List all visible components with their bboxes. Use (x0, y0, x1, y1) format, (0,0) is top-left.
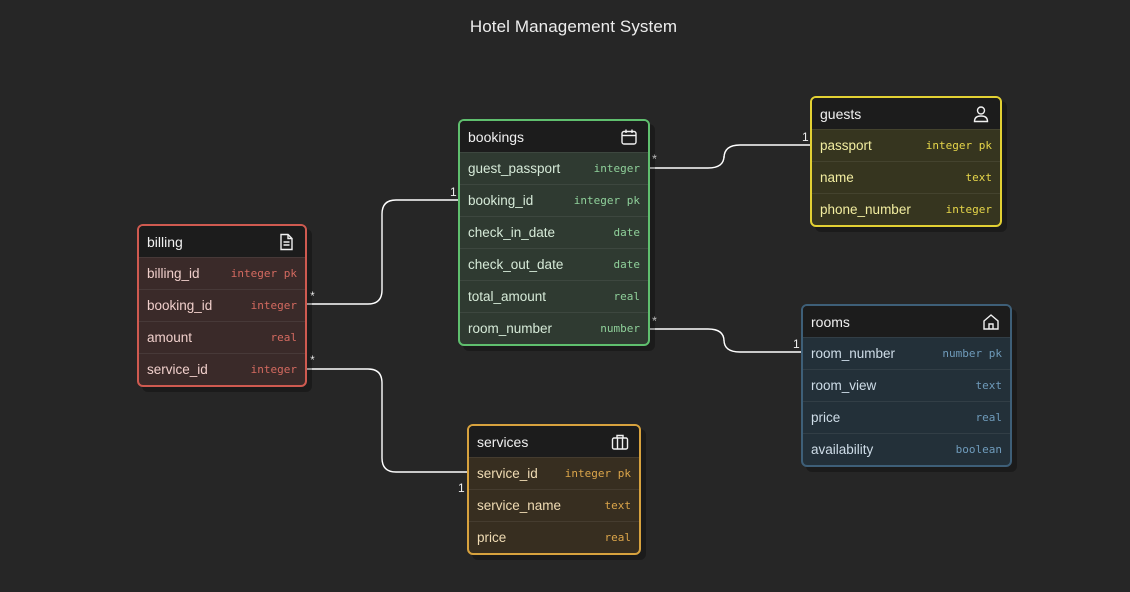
table-name: bookings (468, 128, 525, 145)
column-type: real (270, 331, 298, 344)
column-name: amount (147, 330, 193, 345)
column-type: real (975, 411, 1003, 424)
table-services[interactable]: services service_id integer pk service_na… (467, 424, 641, 555)
column-row[interactable]: service_name text (469, 489, 639, 521)
cardinality-many: * (310, 353, 315, 367)
cardinality-one: 1 (458, 481, 465, 495)
diagram-title: Hotel Management System (469, 17, 678, 36)
link-bookings-rooms[interactable] (645, 328, 803, 353)
column-row[interactable]: guest_passport integer (460, 152, 648, 184)
column-name: guest_passport (468, 161, 561, 176)
column-type: date (613, 226, 641, 239)
cardinality-one: 1 (793, 337, 800, 351)
table-bookings[interactable]: bookings guest_passport integer booking_i… (458, 119, 650, 346)
column-row[interactable]: service_id integer (139, 353, 305, 385)
column-row[interactable]: check_out_date date (460, 248, 648, 280)
table-name: rooms (811, 313, 850, 330)
column-type: boolean (955, 443, 1002, 456)
cardinality-one: 1 (450, 185, 457, 199)
column-name: availability (811, 442, 874, 457)
column-row[interactable]: total_amount real (460, 280, 648, 312)
column-type: real (604, 531, 632, 544)
column-row[interactable]: room_number number (460, 312, 648, 344)
column-row[interactable]: availability boolean (803, 433, 1010, 465)
column-row[interactable]: price real (469, 521, 639, 553)
column-row[interactable]: passport integer pk (812, 129, 1000, 161)
cardinality-many: * (652, 152, 657, 166)
column-row[interactable]: room_number number pk (803, 337, 1010, 369)
column-name: price (811, 410, 841, 425)
column-type: integer (593, 162, 640, 175)
column-row[interactable]: amount real (139, 321, 305, 353)
column-name: room_number (468, 321, 553, 336)
table-header[interactable]: billing (139, 226, 305, 257)
column-row[interactable]: booking_id integer pk (460, 184, 648, 216)
link-billing-services[interactable] (302, 368, 469, 473)
column-row[interactable]: booking_id integer (139, 289, 305, 321)
table-name: billing (147, 233, 183, 250)
link-bookings-guests[interactable] (645, 144, 812, 169)
table-rooms[interactable]: rooms room_number number pk room_view text… (801, 304, 1012, 467)
column-type: integer pk (230, 267, 297, 280)
column-type: integer (945, 203, 992, 216)
column-name: passport (820, 138, 872, 153)
column-name: room_number (811, 346, 896, 361)
table-header[interactable]: services (469, 426, 639, 457)
home-icon (981, 312, 1001, 332)
column-row[interactable]: room_view text (803, 369, 1010, 401)
column-name: service_id (147, 362, 208, 377)
column-type: real (613, 290, 641, 303)
column-name: room_view (811, 378, 877, 393)
column-name: check_out_date (468, 257, 564, 272)
column-type: text (965, 171, 993, 184)
column-type: integer pk (573, 194, 640, 207)
column-row[interactable]: price real (803, 401, 1010, 433)
column-type: date (613, 258, 641, 271)
document-icon (276, 232, 296, 252)
column-type: integer (250, 363, 297, 376)
column-name: check_in_date (468, 225, 556, 240)
briefcase-icon (610, 432, 630, 452)
column-name: name (820, 170, 854, 185)
table-header[interactable]: rooms (803, 306, 1010, 337)
column-row[interactable]: billing_id integer pk (139, 257, 305, 289)
calendar-icon (619, 127, 639, 147)
link-billing-bookings[interactable] (302, 199, 460, 305)
column-name: total_amount (468, 289, 547, 304)
column-name: service_name (477, 498, 562, 513)
column-name: booking_id (147, 298, 213, 313)
column-name: booking_id (468, 193, 534, 208)
cardinality-many: * (310, 289, 315, 303)
cardinality-one: 1 (802, 130, 809, 144)
cardinality-many: * (652, 314, 657, 328)
column-type: integer pk (564, 467, 631, 480)
column-name: service_id (477, 466, 538, 481)
column-name: price (477, 530, 507, 545)
column-row[interactable]: phone_number integer (812, 193, 1000, 225)
table-name: services (477, 433, 529, 450)
column-name: phone_number (820, 202, 911, 217)
table-name: guests (820, 105, 862, 122)
column-name: billing_id (147, 266, 200, 281)
column-row[interactable]: service_id integer pk (469, 457, 639, 489)
column-type: number pk (942, 347, 1002, 360)
user-icon (971, 104, 991, 124)
column-type: integer (250, 299, 297, 312)
column-type: text (604, 499, 632, 512)
table-header[interactable]: guests (812, 98, 1000, 129)
column-row[interactable]: check_in_date date (460, 216, 648, 248)
table-guests[interactable]: guests passport integer pk name text phone… (810, 96, 1002, 227)
table-header[interactable]: bookings (460, 121, 648, 152)
column-type: number (600, 322, 640, 335)
column-row[interactable]: name text (812, 161, 1000, 193)
column-type: text (975, 379, 1003, 392)
column-type: integer pk (925, 139, 992, 152)
